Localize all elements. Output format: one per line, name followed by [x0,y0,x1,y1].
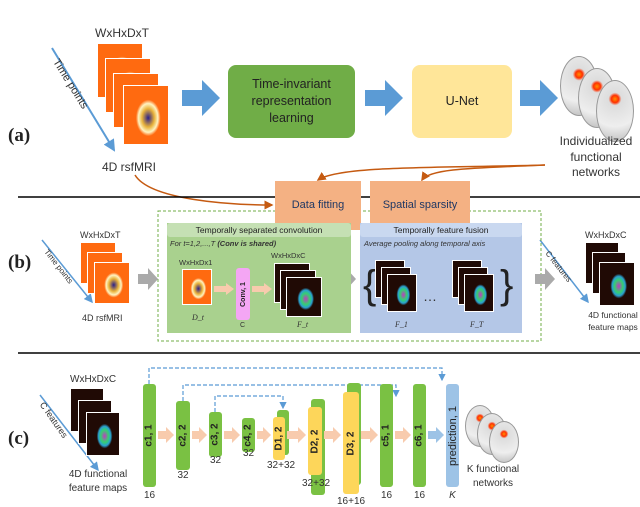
salmon-arrow [252,283,272,295]
c-label: C [240,322,246,329]
layer-block: c5, 1 [380,384,393,487]
mri-frame [94,262,130,304]
channel-label: 32 [209,455,222,466]
input-name: 4D rsfMRI [102,160,156,174]
layer-block: c1, 1 [143,384,156,487]
f-label: F_t [297,320,309,329]
input-dims: WxHxDxT [80,230,121,240]
gray-arrow [138,268,158,290]
fusion-panel: Temporally feature fusion Average poolin… [360,223,522,333]
curve-networks-to-fitting [316,164,546,181]
layer-block: c6, 1 [413,384,426,487]
flow-arrow [365,80,403,116]
salmon-arrow [158,427,174,443]
data-fitting-loss: Data fitting [275,181,361,230]
channel-label: 32+32 [267,460,296,471]
output-dims: WxHxDxC [585,230,627,240]
channel-label: K [449,490,456,501]
fusion-subtitle: Average pooling along temporal axis [364,239,486,248]
salmon-arrow [192,427,207,443]
salmon-arrow [395,427,411,443]
layer-block: D3, 2 [343,392,359,494]
salmon-arrow [361,427,378,443]
conv-subtitle-bold: (Conv is shared) [217,239,277,248]
gray-arrow [535,268,555,290]
salmon-arrow [224,427,240,443]
salmon-arrow [428,427,444,443]
skip-c3-d1 [214,395,287,412]
skip-c1-d3 [148,367,446,384]
feature-map [599,262,635,306]
f1-label: F_1 [395,320,408,329]
channel-label: 16 [413,490,426,501]
ellipsis: … [423,288,437,304]
channel-label: 32 [177,470,189,481]
input-name: 4D functional feature maps [68,469,128,494]
panel-c-label: (c) [8,428,30,449]
conv-panel: Temporally separated convolution For t=1… [167,223,351,333]
out-dims: WxHxDxC [271,251,306,260]
layer-block: c2, 2 [176,401,190,470]
output-label: K functional networks [466,464,520,489]
fusion-panel-title: Temporally feature fusion [360,223,522,237]
layer-block: c3, 2 [209,412,222,457]
channel-label: 16 [380,490,393,501]
panel-b-label: (b) [8,252,32,273]
channel-label: 32 [242,448,255,459]
channel-label: 16+16 [337,496,366,507]
layer-block: c4, 2 [242,418,255,452]
feature-map [86,412,120,456]
feature-map [387,274,417,312]
input-dims: WxHxDxT [95,26,149,40]
channel-label: 32+32 [302,478,331,489]
feature-map [464,274,494,312]
flow-arrow [520,80,558,116]
ft-label: F_T [470,320,484,329]
slice-dims: WxHxDx1 [179,258,213,267]
skip-c2-d2 [182,384,400,401]
unet-block: U-Net [412,65,512,138]
spatial-sparsity-loss: Spatial sparsity [370,181,470,230]
salmon-arrow [324,427,341,443]
time-invariant-block: Time-invariant representation learning [228,65,355,138]
curve-rsfmri-to-fitting [134,174,274,210]
channel-label: 16 [143,490,156,501]
d-label: D_t [192,313,204,322]
conv-panel-title: Temporally separated convolution [167,223,351,237]
layer-block: prediction, 1 [446,384,459,487]
brain-image [596,80,634,142]
salmon-arrow [287,427,306,443]
salmon-arrow [214,283,234,295]
salmon-arrow [257,427,271,443]
layer-block: D2, 2 [308,407,322,475]
mri-slice [182,269,212,305]
conv-block: Conv, 1 [236,268,250,320]
time-axis-arrow [51,47,116,152]
conv-subtitle: For t=1,2,...,T [170,239,218,248]
flow-arrow [182,80,220,116]
output-name: 4D functional feature maps [588,310,638,332]
input-dims: WxHxDxC [70,374,117,385]
layer-block: D1, 2 [273,417,285,460]
feature-map [286,277,322,317]
panel-a-label: (a) [8,125,31,146]
brain-image [489,421,519,463]
mri-frame [123,85,169,145]
curve-networks-to-sparsity [421,164,546,182]
input-name: 4D rsfMRI [82,313,123,323]
output-label: Individualized functional networks [559,134,633,180]
